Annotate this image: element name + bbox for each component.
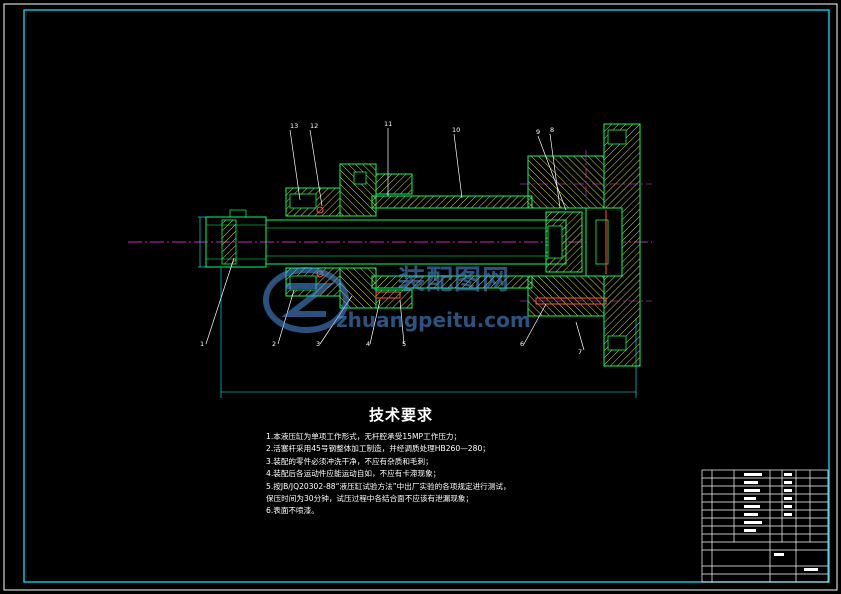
balloon-label-2: 2 bbox=[272, 340, 276, 348]
balloon-label-7: 7 bbox=[578, 348, 582, 356]
title-block bbox=[701, 469, 829, 583]
title-block-marks bbox=[744, 473, 818, 571]
rear-cap-bottom bbox=[527, 275, 605, 317]
technical-requirements: 技术要求 1.本液压缸为单项工作形式，无杆腔承受15MP工作压力； 2.活塞杆采… bbox=[266, 404, 606, 518]
technical-requirements-title: 技术要求 bbox=[368, 406, 433, 424]
technical-requirement-item: 3.装配的零件必须冲洗干净，不应有杂质和毛刺； bbox=[266, 456, 433, 466]
balloon-labels: 13 12 11 10 9 8 1 2 3 4 5 6 7 bbox=[200, 120, 582, 356]
dimensions bbox=[198, 216, 637, 398]
balloon-label-10: 10 bbox=[452, 126, 460, 134]
inner-border bbox=[23, 9, 830, 583]
balloon-label-11: 11 bbox=[384, 120, 392, 128]
watermark-cn: 装配图网 bbox=[398, 265, 510, 296]
rod-end-hole bbox=[221, 219, 237, 265]
balloon-label-8: 8 bbox=[550, 126, 554, 134]
balloon-label-13: 13 bbox=[290, 122, 298, 130]
cylinder-assembly bbox=[205, 123, 652, 367]
watermark-en: zhuangpeitu.com bbox=[336, 308, 531, 332]
technical-requirement-item: 1.本液压缸为单项工作形式，无杆腔承受15MP工作压力； bbox=[266, 432, 462, 441]
balloon-label-12: 12 bbox=[310, 122, 318, 130]
technical-requirement-item: 保压时间为30分钟，试压过程中各结合面不应该有泄漏现象； bbox=[266, 494, 474, 504]
zhuangpeitu-logo-icon bbox=[263, 267, 349, 333]
balloon-label-5: 5 bbox=[402, 340, 406, 348]
balloon-label-3: 3 bbox=[316, 340, 320, 348]
technical-requirement-item: 2.活塞杆采用45号钢整体加工制造，并经调质处理HB260—280； bbox=[266, 444, 490, 454]
balloon-label-1: 1 bbox=[200, 340, 204, 348]
balloon-label-9: 9 bbox=[536, 128, 540, 136]
cylinder-barrel-top bbox=[371, 195, 533, 209]
balloon-label-4: 4 bbox=[366, 340, 370, 348]
rear-cap-top bbox=[527, 155, 605, 209]
technical-requirement-item: 5.按JB/JQ20302-88“液压缸试验方法”中出厂实验的各项规定进行测试， bbox=[266, 481, 511, 491]
technical-requirement-item: 4.装配后各运动件应能运动自如，不应有卡滞现象； bbox=[266, 469, 441, 479]
technical-requirement-item: 6.表面不喷漆。 bbox=[266, 506, 319, 516]
balloon-label-6: 6 bbox=[520, 340, 524, 348]
outer-frame bbox=[3, 3, 838, 591]
